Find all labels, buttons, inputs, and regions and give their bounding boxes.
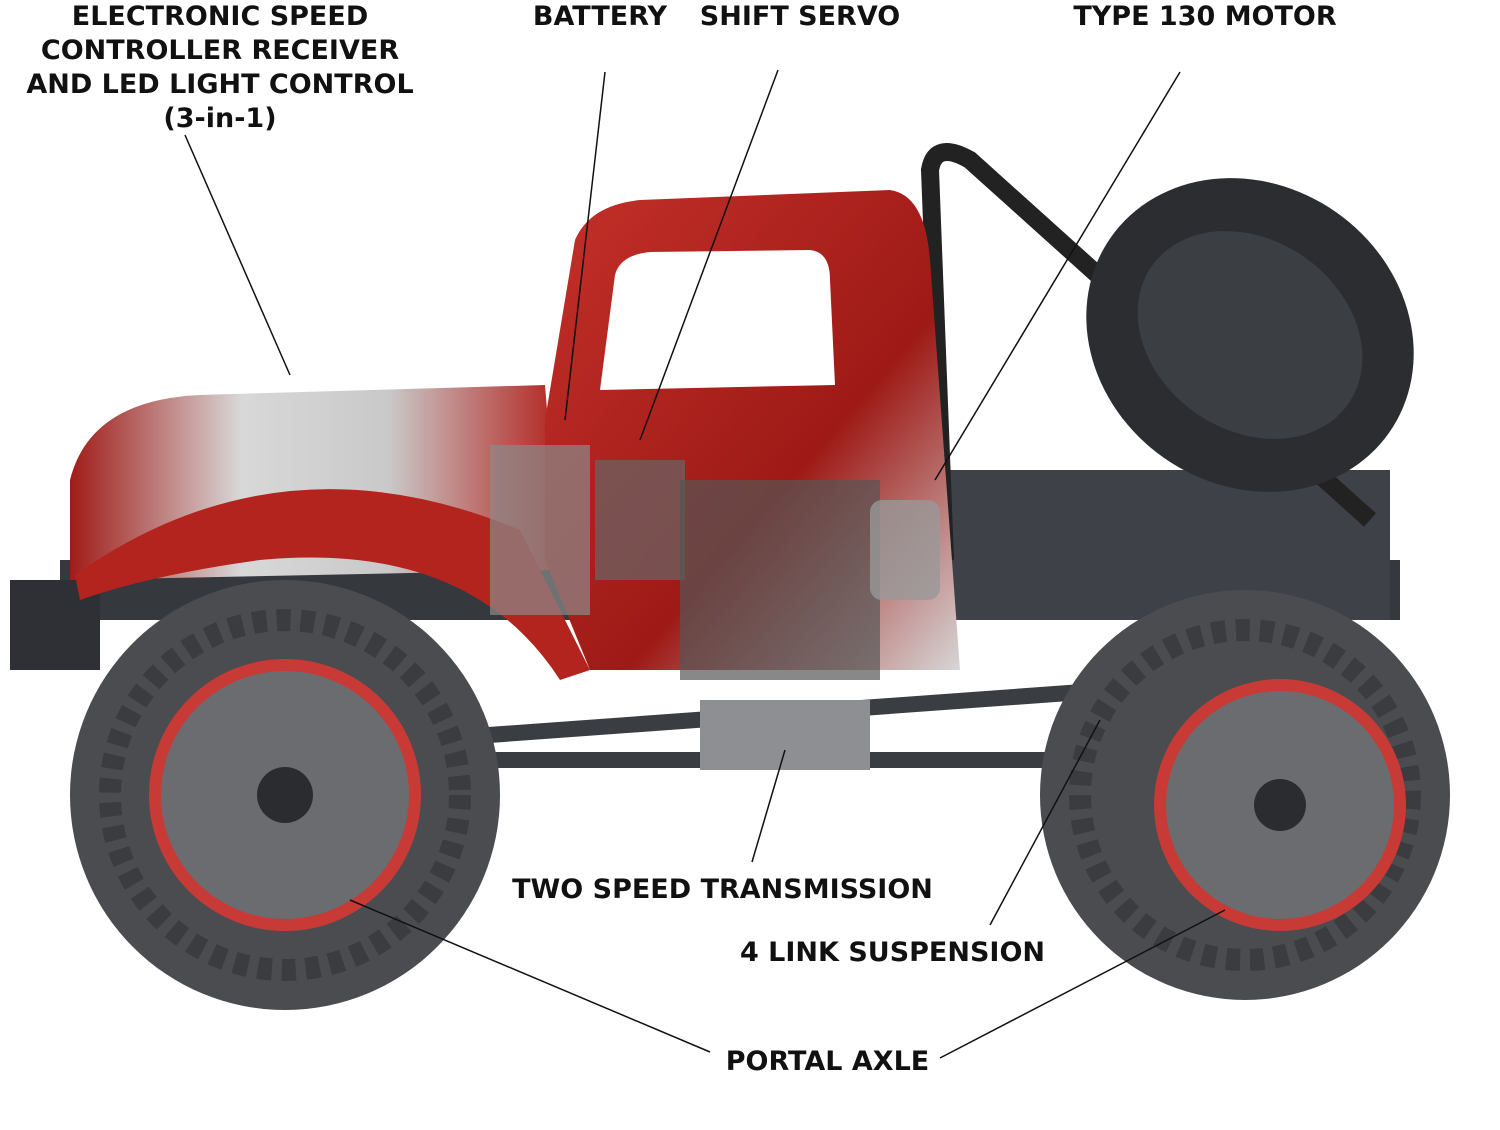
front-fender [75, 489, 590, 680]
suspension-label: 4 LINK SUSPENSION [739, 937, 1046, 968]
esc-label-line: CONTROLLER RECEIVER [40, 35, 400, 66]
esc-label-line: AND LED LIGHT CONTROL [26, 69, 414, 100]
cab-window [600, 250, 835, 390]
esc-label: ELECTRONIC SPEED CONTROLLER RECEIVER AND… [20, 0, 420, 136]
rear-bed-frame [950, 470, 1390, 620]
gearbox [680, 480, 880, 680]
motor-label: TYPE 130 MOTOR [1073, 1, 1337, 32]
leader-lines [184, 69, 1226, 1059]
portal-axle-label: PORTAL AXLE [725, 1046, 930, 1077]
shift-servo-label: SHIFT SERVO [699, 1, 901, 32]
front-wheel [70, 580, 500, 1010]
esc-label-line: (3-in-1) [163, 103, 277, 134]
transmission-housing [700, 700, 870, 770]
battery-label: BATTERY [532, 1, 668, 32]
rear-wheel [1040, 590, 1450, 1000]
battery-part [490, 445, 590, 615]
esc-label-line: ELECTRONIC SPEED [71, 1, 369, 32]
transmission-label: TWO SPEED TRANSMISSION [512, 874, 933, 905]
servo-part [595, 460, 685, 580]
motor-part [870, 500, 940, 600]
roll-bar [920, 143, 1377, 561]
